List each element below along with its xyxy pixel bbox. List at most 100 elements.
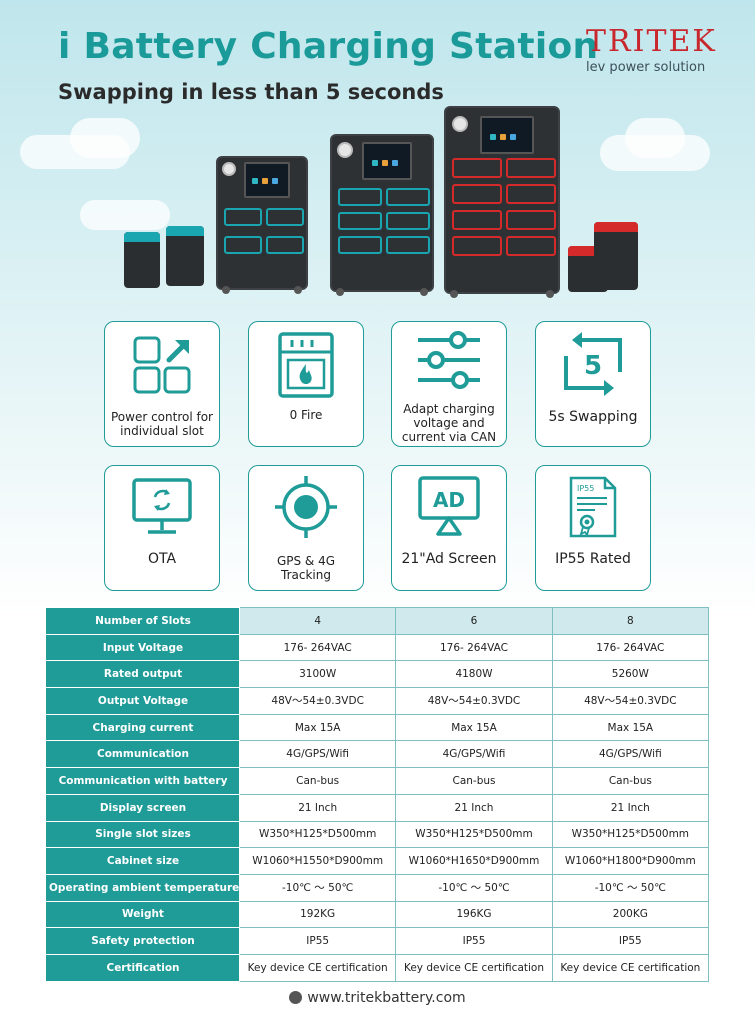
feature-label: Adapt charging voltage and current via C…: [401, 402, 497, 444]
cabinet-8-slots-image: [444, 106, 560, 298]
cell-value: 3100W: [238, 660, 397, 689]
svg-text:IP55: IP55: [577, 484, 594, 493]
cell-value: 192KG: [238, 900, 397, 929]
cell-value: Key device CE certification: [238, 953, 397, 982]
cloud-decoration: [80, 200, 170, 230]
cell-value: IP55: [395, 927, 553, 955]
cell-value: W1060*H1550*D900mm: [238, 847, 397, 875]
row-label: Display screen: [46, 793, 240, 822]
cell-value: Can-bus: [551, 767, 710, 795]
feature-label: IP55 Rated: [555, 551, 631, 567]
feature-card-slot-control: Power control for individual slot: [104, 321, 220, 447]
cell-value: W350*H125*D500mm: [238, 820, 397, 849]
cell-value: 21 Inch: [551, 793, 710, 822]
cell-value: 176- 264VAC: [238, 633, 397, 662]
row-label: Certification: [46, 953, 240, 982]
sliders-icon: [418, 331, 480, 389]
website-link[interactable]: www.tritekbattery.com: [307, 990, 466, 1006]
feature-card-5s-swapping: 5 5s Swapping: [535, 321, 651, 447]
cell-value: Can-bus: [238, 767, 397, 795]
cell-value: 176- 264VAC: [395, 633, 553, 662]
cabinet-6-slots-image: [330, 134, 434, 296]
cell-value: 176- 264VAC: [551, 633, 710, 662]
cell-value: -10℃ ～ 50℃: [395, 873, 553, 902]
cell-value: 4: [238, 607, 397, 635]
cell-value: Can-bus: [395, 767, 553, 795]
row-label: Safety protection: [46, 927, 240, 955]
cell-value: Max 15A: [238, 713, 397, 742]
cell-value: W1060*H1650*D900mm: [395, 847, 553, 875]
battery-pack-image: [594, 222, 638, 290]
cell-value: Key device CE certification: [395, 953, 553, 982]
feature-card-zero-fire: 0 Fire: [248, 321, 364, 447]
slot-control-icon: [133, 336, 191, 394]
svg-text:5: 5: [584, 351, 602, 381]
cell-value: W350*H125*D500mm: [551, 820, 710, 849]
cell-value: 21 Inch: [395, 793, 553, 822]
cell-value: IP55: [238, 927, 397, 955]
feature-label: 5s Swapping: [548, 409, 638, 425]
feature-label: 21"Ad Screen: [401, 551, 497, 567]
row-label: Communication with battery: [46, 767, 240, 795]
ad-screen-icon: AD: [418, 476, 480, 536]
cell-value: 196KG: [395, 900, 553, 929]
cell-value: 21 Inch: [238, 793, 397, 822]
svg-text:AD: AD: [433, 488, 465, 512]
logo-tagline: lev power solution: [586, 60, 706, 75]
row-label: Input Voltage: [46, 633, 240, 662]
cell-value: 200KG: [551, 900, 710, 929]
battery-pack-image: [166, 226, 204, 286]
cell-value: -10℃ ～ 50℃: [238, 873, 397, 902]
page-title: i Battery Charging Station: [58, 26, 599, 67]
cell-value: Max 15A: [395, 713, 553, 742]
cell-value: 8: [551, 607, 710, 635]
feature-card-ota: OTA: [104, 465, 220, 591]
row-label: Weight: [46, 900, 240, 929]
cell-value: 48V～54±0.3VDC: [395, 687, 553, 715]
gps-target-icon: [275, 476, 337, 538]
certificate-icon: IP55: [569, 476, 617, 538]
row-label: Rated output: [46, 660, 240, 689]
feature-label: Power control for individual slot: [110, 410, 213, 438]
cloud-decoration: [625, 118, 685, 158]
cell-value: Max 15A: [551, 713, 710, 742]
cell-value: IP55: [551, 927, 710, 955]
cell-value: 48V～54±0.3VDC: [551, 687, 710, 715]
feature-card-gps-tracking: GPS & 4G Tracking: [248, 465, 364, 591]
brand-logo: TRITEK lev power solution: [586, 26, 716, 86]
cabinet-4-slots-image: [216, 156, 308, 294]
feature-label: GPS & 4G Tracking: [276, 554, 336, 582]
cell-value: 6: [395, 607, 553, 635]
page-subtitle: Swapping in less than 5 seconds: [58, 80, 444, 104]
feature-card-ip55: IP55 IP55 Rated: [535, 465, 651, 591]
row-label: Cabinet size: [46, 847, 240, 875]
globe-icon: [289, 991, 303, 1004]
cloud-decoration: [70, 118, 140, 158]
cell-value: 4180W: [395, 660, 553, 689]
row-label: Operating ambient temperature: [46, 873, 240, 902]
footer: www.tritekbattery.com: [0, 990, 755, 1006]
product-illustration: [118, 100, 648, 305]
cell-value: 48V～54±0.3VDC: [238, 687, 397, 715]
cell-value: W350*H125*D500mm: [395, 820, 553, 849]
cell-value: W1060*H1800*D900mm: [551, 847, 710, 875]
feature-label: OTA: [147, 551, 177, 567]
table-row: Operating ambient temperature-10℃ ～ 50℃-…: [46, 873, 710, 902]
monitor-refresh-icon: [132, 478, 192, 534]
cell-value: Key device CE certification: [551, 953, 710, 982]
row-label: Number of Slots: [46, 607, 240, 635]
fire-icon: [278, 332, 334, 398]
